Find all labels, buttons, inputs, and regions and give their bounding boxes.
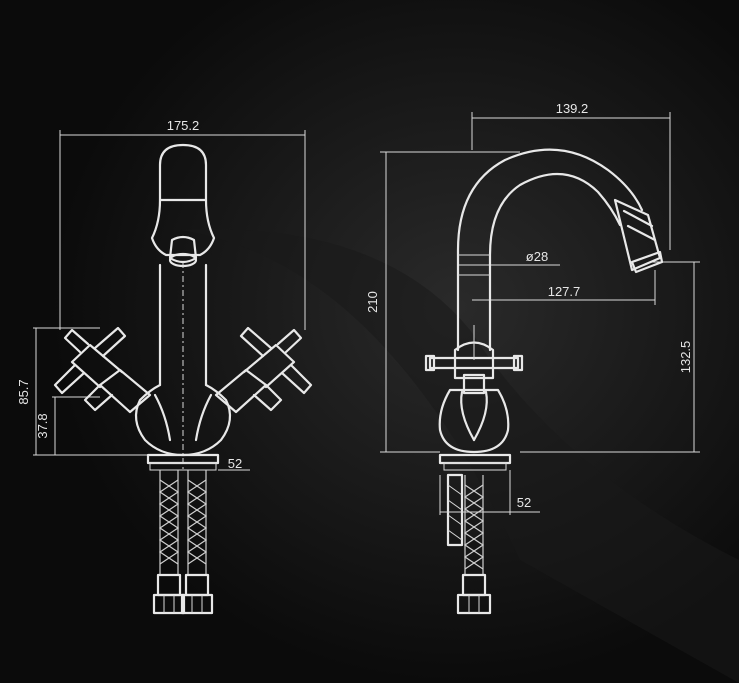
- dim-spout-diameter: ø28: [458, 249, 560, 266]
- front-spout: [150, 143, 216, 470]
- label-spout-projection: 127.7: [548, 284, 581, 299]
- label-spout-reach: 139.2: [556, 101, 589, 116]
- label-overall-width: 175.2: [167, 118, 200, 133]
- dim-spout-reach: 139.2: [471, 101, 671, 250]
- label-spout-clearance: 132.5: [678, 341, 693, 374]
- label-front-base-width: 52: [228, 456, 242, 471]
- label-handle-height: 85.7: [16, 379, 31, 404]
- side-handle: [424, 325, 524, 395]
- dim-handle-height: 85.7: [16, 327, 160, 456]
- side-body: [438, 388, 510, 454]
- front-view: 175.2 85.7 37.8: [16, 118, 313, 615]
- dim-overall-width: 175.2: [59, 118, 306, 330]
- side-hose: [456, 475, 492, 615]
- dim-overall-height: 210: [365, 151, 520, 453]
- front-column: [158, 263, 208, 387]
- background-sheen: [180, 229, 739, 683]
- front-hoses: [152, 470, 214, 615]
- side-view: 139.2 210 ø28 127.7 132.5: [365, 101, 700, 615]
- label-side-base-width: 52: [517, 495, 531, 510]
- side-spout: [456, 148, 664, 352]
- dim-body-height: 37.8: [35, 396, 100, 455]
- label-body-height: 37.8: [35, 413, 50, 438]
- label-overall-height: 210: [365, 291, 380, 313]
- label-spout-diameter: ø28: [526, 249, 548, 264]
- front-left-handle: [53, 326, 152, 414]
- front-right-handle: [214, 326, 313, 414]
- dim-spout-projection: 127.7: [472, 270, 656, 305]
- front-base: 52: [146, 453, 250, 471]
- side-base: 52: [438, 453, 540, 547]
- dim-spout-clearance: 132.5: [520, 261, 700, 453]
